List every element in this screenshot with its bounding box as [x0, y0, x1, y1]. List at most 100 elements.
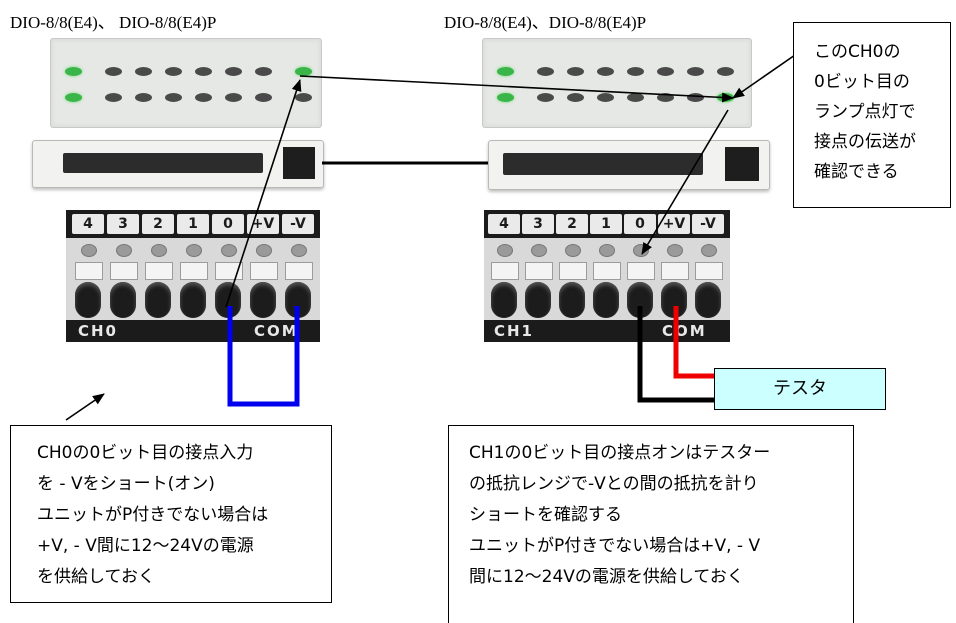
tester-box: テスタ — [714, 368, 886, 410]
screw — [116, 244, 132, 257]
right-device-title: DIO-8/8(E4)、DIO-8/8(E4)P — [444, 13, 647, 32]
terminal-label-minus-v: -V — [692, 214, 724, 234]
right-power-led — [497, 67, 514, 76]
right-link-led — [497, 93, 514, 102]
right-terminal-footer: CH1 COM — [484, 320, 730, 342]
terminal-label-1: 1 — [177, 214, 209, 234]
right-com-label: COM — [662, 322, 707, 340]
note-line: ショートを確認する — [469, 505, 622, 525]
left-ch1-led — [105, 93, 122, 102]
terminal-label-2: 2 — [142, 214, 174, 234]
jumper-wire — [227, 306, 300, 407]
wire-hole — [180, 282, 206, 318]
screw — [151, 244, 167, 257]
left-terminal-block: 4 3 2 1 0 +V -V CH0 COM — [66, 210, 320, 342]
right-note: CH1の0ビット目の接点オンはテスター の抵抗レンジで-Vとの間の抵抗を計り シ… — [448, 425, 854, 623]
arrow-jumper-to-led — [225, 79, 302, 308]
callout-line: 確認できる — [814, 162, 899, 182]
screw — [565, 244, 581, 257]
left-channel-label: CH0 — [78, 322, 118, 340]
left-ch0-led — [135, 67, 152, 76]
right-ch1-led — [657, 93, 674, 102]
right-led-panel — [482, 38, 752, 128]
terminal-label-2: 2 — [556, 214, 588, 234]
arrow-callout-to-terminal — [641, 109, 729, 255]
note-line: ユニットがP付きでない場合は+V, - V — [469, 536, 761, 556]
right-ch1-led — [537, 93, 554, 102]
wire-hole — [75, 282, 101, 318]
left-ch0-bit0-led — [295, 67, 312, 76]
note-line: の抵抗レンジで-Vとの間の抵抗を計り — [469, 474, 759, 494]
screw — [667, 244, 683, 257]
left-ch1-led — [195, 93, 212, 102]
screw — [599, 244, 615, 257]
clamp — [695, 262, 723, 280]
arrow-led-to-led — [299, 75, 734, 103]
wire-hole — [110, 282, 136, 318]
screw — [291, 244, 307, 257]
left-device-title: DIO-8/8(E4)、 DIO-8/8(E4)P — [10, 13, 217, 32]
right-ch0-led — [627, 67, 644, 76]
clamp — [627, 262, 655, 280]
arrow-note-to-terminal — [65, 393, 105, 421]
right-ch1-led — [567, 93, 584, 102]
clamp — [525, 262, 553, 280]
right-channel-label: CH1 — [494, 322, 534, 340]
left-power-led — [65, 67, 82, 76]
wire-hole — [695, 282, 721, 318]
left-com-label: COM — [254, 322, 299, 340]
terminal-label-3: 3 — [107, 214, 139, 234]
left-terminal-header: 4 3 2 1 0 +V -V — [66, 210, 320, 238]
note-line: を - Vをショート(オン) — [37, 474, 215, 494]
probe-wire-black — [637, 306, 714, 403]
clamp — [250, 262, 278, 280]
left-ch1-led — [255, 93, 272, 102]
terminal-label-4: 4 — [488, 214, 520, 234]
left-ch0-led — [225, 67, 242, 76]
screw — [497, 244, 513, 257]
right-ch1-led — [597, 93, 614, 102]
note-line: 間に12～24Vの電源を供給しておく — [469, 567, 744, 587]
terminal-label-1: 1 — [590, 214, 622, 234]
left-led-panel — [50, 38, 322, 128]
note-line: を供給しておく — [37, 567, 155, 587]
terminal-label-plus-v: +V — [658, 214, 690, 234]
left-connector-end — [283, 147, 315, 179]
left-ch1-led — [295, 93, 312, 102]
probe-wire-red — [673, 306, 714, 379]
right-ch1-led — [687, 93, 704, 102]
clamp — [75, 262, 103, 280]
tester-label: テスタ — [773, 378, 827, 399]
clamp — [110, 262, 138, 280]
screw — [256, 244, 272, 257]
right-connector — [488, 140, 770, 190]
left-note: CH0の0ビット目の接点入力 を - Vをショート(オン) ユニットがP付きでな… — [10, 425, 332, 603]
left-link-led — [65, 93, 82, 102]
callout-line: 0ビット目の — [814, 72, 910, 92]
left-ch0-led — [165, 67, 182, 76]
screw — [81, 244, 97, 257]
note-line: CH1の0ビット目の接点オンはテスター — [469, 443, 771, 463]
right-connector-slot — [503, 153, 703, 175]
terminal-label-0: 0 — [624, 214, 656, 234]
right-ch1-led — [627, 93, 644, 102]
clamp — [593, 262, 621, 280]
right-connector-end — [725, 147, 759, 181]
left-connector-slot — [63, 153, 263, 173]
top-right-callout: このCH0の 0ビット目の ランプ点灯で 接点の伝送が 確認できる — [793, 22, 951, 208]
right-ch0-led — [687, 67, 704, 76]
wire-hole — [145, 282, 171, 318]
wire-hole — [491, 282, 517, 318]
wire-hole — [559, 282, 585, 318]
clamp — [559, 262, 587, 280]
right-ch0-led — [717, 67, 734, 76]
wire-hole — [593, 282, 619, 318]
right-ch0-led — [537, 67, 554, 76]
note-line: +V, - V間に12～24Vの電源 — [37, 536, 254, 556]
clamp — [661, 262, 689, 280]
left-ch1-led — [225, 93, 242, 102]
callout-line: 接点の伝送が — [814, 132, 916, 152]
clamp — [285, 262, 313, 280]
terminal-label-minus-v: -V — [282, 214, 314, 234]
left-ch1-led — [165, 93, 182, 102]
